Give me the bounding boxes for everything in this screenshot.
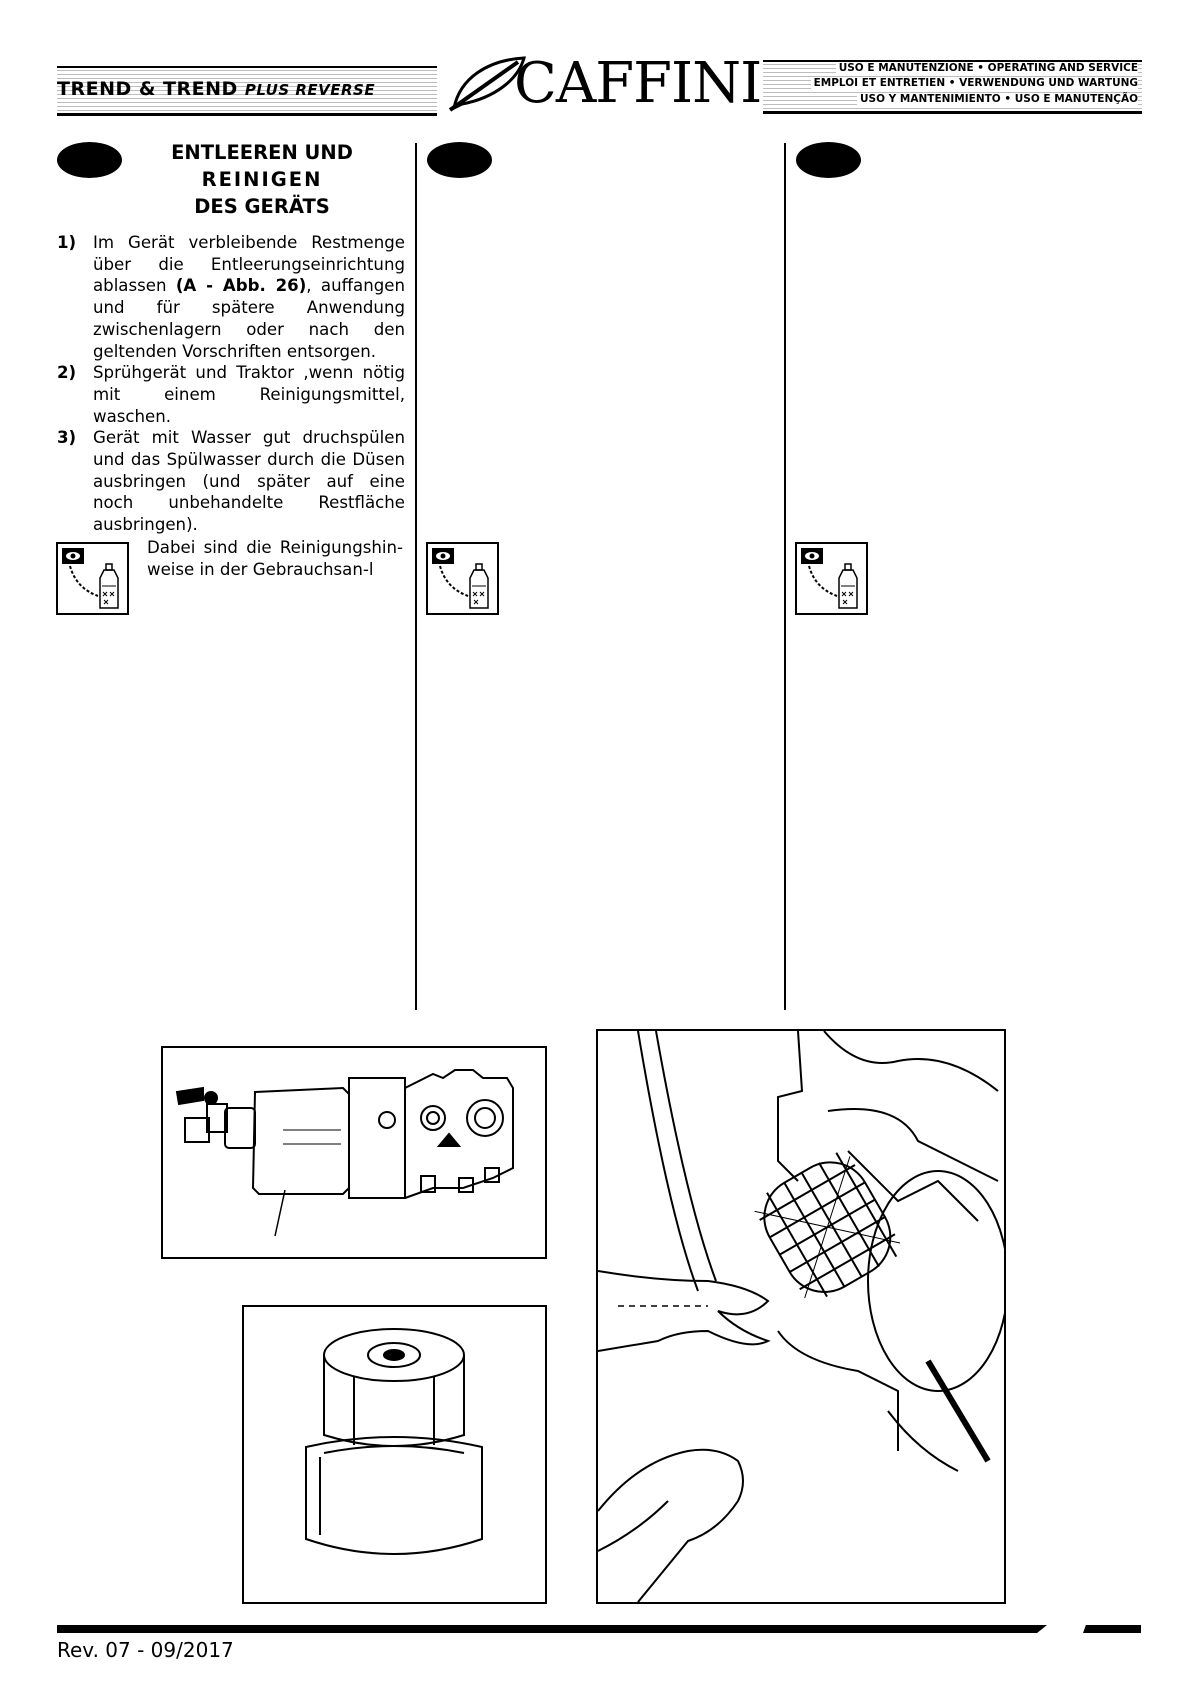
list-item: 3) Gerät mit Wasser gut druchspülen und …	[57, 428, 405, 535]
filter-illustration	[161, 1046, 547, 1259]
footer-rule	[1083, 1625, 1141, 1633]
caffini-logo: CAFFINI	[448, 54, 762, 114]
logo-text: CAFFINI	[514, 51, 762, 116]
language-line: EMPLOI ET ENTRETIEN • VERWENDUNG UND WAR…	[810, 77, 1138, 89]
footer-rule	[57, 1625, 1047, 1633]
title-main: TREND & TREND	[57, 78, 238, 100]
nozzle-illustration	[242, 1305, 547, 1604]
revision-label: Rev. 07 - 09/2017	[57, 1638, 234, 1662]
filter-removal-illustration	[596, 1029, 1009, 1604]
section-title: ENTLEEREN UND REINIGEN DES GERÄTS	[171, 141, 353, 218]
document-title: TREND & TREND PLUS REVERSE	[57, 78, 375, 100]
header-languages-block: USO E MANUTENZIONE • OPERATING AND SERVI…	[763, 60, 1142, 114]
language-marker	[427, 142, 492, 178]
list-item: 1) Im Gerät verbleibende Restmenge über …	[57, 233, 405, 361]
header-title-block: TREND & TREND PLUS REVERSE	[57, 66, 437, 116]
language-marker	[57, 142, 122, 178]
step-list: 1) Im Gerät verbleibende Restmenge über …	[57, 232, 405, 536]
eye-bottle-icon	[56, 542, 129, 615]
eye-bottle-icon	[795, 542, 868, 615]
language-line: USO E MANUTENZIONE • OPERATING AND SERVI…	[835, 62, 1138, 74]
eye-bottle-icon	[426, 542, 499, 615]
language-marker	[796, 142, 861, 178]
language-line: USO Y MANTENIMIENTO • USO E MANUTENÇÃO	[856, 93, 1138, 105]
list-item: 2) Sprühgerät und Traktor ,wenn nötig mi…	[57, 363, 405, 426]
column-divider	[415, 143, 417, 1010]
column-divider	[784, 143, 786, 1010]
leaf-icon	[448, 56, 526, 112]
note-text: Dabei sind die Reinigungshin-weise in de…	[147, 538, 403, 579]
title-suffix: PLUS REVERSE	[244, 81, 376, 99]
